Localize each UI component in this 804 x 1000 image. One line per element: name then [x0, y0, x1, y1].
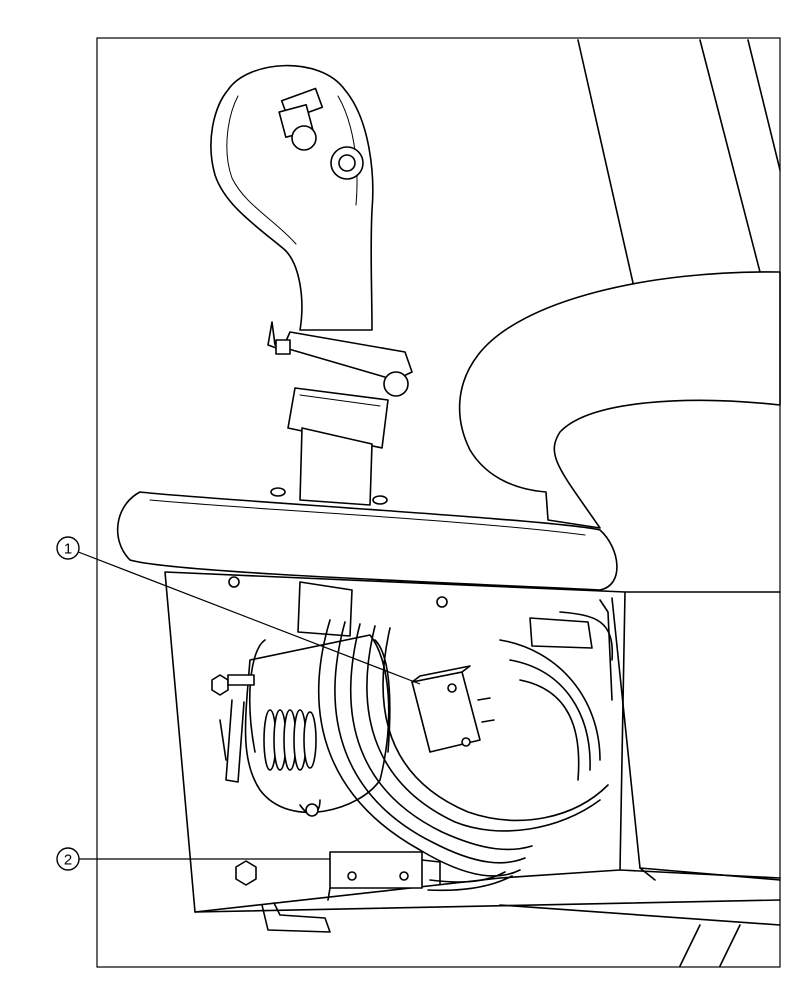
wire-harness: [318, 599, 614, 892]
joystick-handle: [210, 64, 413, 506]
micro-switch-2: [327, 851, 441, 901]
callout-1-circle: [56, 536, 80, 560]
callout-2: 2: [56, 847, 330, 871]
callout-1: 1: [56, 536, 421, 685]
spring-coils: [263, 709, 317, 771]
callout-1-leader: [67, 547, 421, 685]
callout-2-label: 2: [64, 852, 72, 869]
seat-back: [577, 39, 781, 306]
console-plate: [116, 487, 618, 591]
callout-2-circle: [56, 847, 80, 871]
callout-1-label: 1: [64, 541, 72, 558]
micro-switch-1: [411, 665, 495, 753]
seat-frame: [458, 271, 781, 529]
